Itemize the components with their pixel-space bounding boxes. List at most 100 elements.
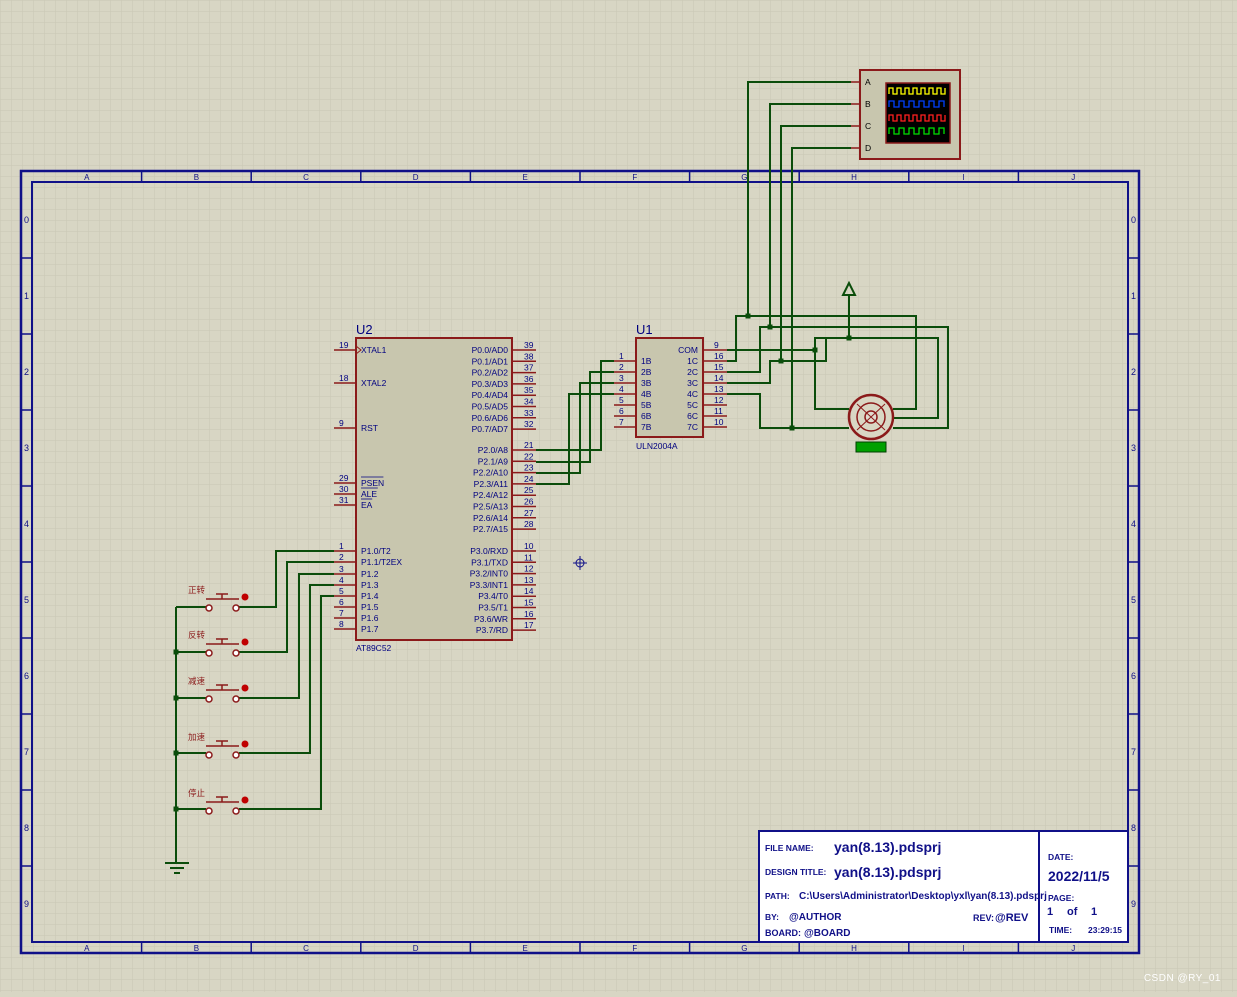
button-label: 反转 bbox=[188, 630, 206, 640]
push-button[interactable]: 停止 bbox=[188, 788, 249, 815]
col-label-top: F bbox=[632, 173, 637, 182]
driver-pin-number: 14 bbox=[714, 373, 724, 383]
mcu-pin-number: 29 bbox=[339, 473, 349, 483]
mcu-pin-name: P1.3 bbox=[361, 580, 379, 590]
wire bbox=[814, 350, 849, 410]
mcu-pin-number: 39 bbox=[524, 340, 534, 350]
col-label-top: D bbox=[413, 173, 419, 182]
stepper-motor[interactable] bbox=[847, 393, 895, 453]
row-label-left: 1 bbox=[24, 291, 29, 301]
mcu-pin-number: 2 bbox=[339, 552, 344, 562]
junction-dot bbox=[767, 324, 773, 330]
mcu-pin-name: ALE bbox=[361, 489, 377, 499]
col-label-bottom: A bbox=[84, 944, 90, 953]
driver-pin-name: 6B bbox=[641, 411, 652, 421]
junction-dot bbox=[778, 358, 784, 364]
button-probe-dot bbox=[241, 740, 249, 748]
push-button[interactable]: 减速 bbox=[188, 676, 249, 703]
driver-pin-name: 4C bbox=[687, 389, 698, 399]
mcu-pin-name: P1.0/T2 bbox=[361, 546, 391, 556]
driver-pin-number: 6 bbox=[619, 406, 624, 416]
driver-pin-name: 3B bbox=[641, 378, 652, 388]
col-label-bottom: J bbox=[1071, 944, 1075, 953]
mcu-pin-number: 15 bbox=[524, 598, 534, 608]
driver-pin-name: 2C bbox=[687, 367, 698, 377]
junction-dot bbox=[173, 649, 179, 655]
time-value: 23:29:15 bbox=[1088, 925, 1122, 935]
mcu-pin-name: P3.6/WR bbox=[474, 614, 508, 624]
path-value: C:\Users\Administrator\Desktop\yxl\yan(8… bbox=[799, 891, 1047, 902]
mcu-pin-number: 3 bbox=[339, 564, 344, 574]
design-title-value: yan(8.13).pdsprj bbox=[834, 864, 941, 880]
col-label-top: A bbox=[84, 173, 90, 182]
mcu-pin-number: 10 bbox=[524, 541, 534, 551]
driver-pin-number: 5 bbox=[619, 395, 624, 405]
row-label-right: 9 bbox=[1131, 899, 1136, 909]
mcu-pin-name: P1.2 bbox=[361, 569, 379, 579]
mcu-pin-name: P0.5/AD5 bbox=[472, 402, 509, 412]
wire bbox=[727, 315, 917, 410]
col-label-bottom: F bbox=[632, 944, 637, 953]
driver-pin-name: 6C bbox=[687, 411, 698, 421]
mcu-pin-name: P0.2/AD2 bbox=[472, 368, 509, 378]
mcu-pin-number: 36 bbox=[524, 374, 534, 384]
col-label-top: B bbox=[194, 173, 199, 182]
motor-status-indicator bbox=[855, 441, 887, 453]
mcu-pin-name: P0.0/AD0 bbox=[472, 345, 509, 355]
mcu-pin-name: P0.6/AD6 bbox=[472, 413, 509, 423]
button-label: 减速 bbox=[188, 676, 206, 686]
push-button[interactable]: 加速 bbox=[188, 732, 249, 759]
mcu-pin-number: 11 bbox=[524, 552, 533, 562]
mcu-pin-number: 31 bbox=[339, 495, 349, 505]
row-label-left: 5 bbox=[24, 595, 29, 605]
button-contact bbox=[205, 604, 213, 612]
button-contact bbox=[205, 649, 213, 657]
mcu-pin-number: 4 bbox=[339, 575, 344, 585]
button-contact bbox=[232, 649, 240, 657]
file-name-label: FILE NAME: bbox=[765, 843, 814, 853]
wire bbox=[780, 125, 851, 361]
mcu-pin-number: 7 bbox=[339, 608, 344, 618]
mcu-pin-name: P0.1/AD1 bbox=[472, 356, 509, 366]
button-probe-dot bbox=[241, 593, 249, 601]
scope-channel-label: C bbox=[865, 121, 871, 131]
mcu-pin-name: P1.7 bbox=[361, 624, 379, 634]
mcu-pin-number: 1 bbox=[339, 541, 344, 551]
wire bbox=[727, 337, 939, 419]
scope-channel-label: B bbox=[865, 99, 871, 109]
wire bbox=[747, 81, 851, 316]
page-label: PAGE: bbox=[1048, 893, 1074, 903]
button-label: 停止 bbox=[188, 788, 206, 798]
driver-pin-name: 7B bbox=[641, 422, 652, 432]
col-label-top: J bbox=[1071, 173, 1075, 182]
col-label-top: G bbox=[741, 173, 747, 182]
page-total: 1 bbox=[1091, 906, 1097, 918]
by-value: @AUTHOR bbox=[789, 912, 842, 923]
button-contact bbox=[232, 604, 240, 612]
mcu-pin-number: 5 bbox=[339, 586, 344, 596]
junction-dot bbox=[745, 313, 751, 319]
push-button[interactable]: 反转 bbox=[188, 630, 249, 657]
mcu-pin-number: 9 bbox=[339, 418, 344, 428]
mcu-pin-name: XTAL2 bbox=[361, 378, 387, 388]
watermark: CSDN @RY_01 bbox=[1143, 973, 1221, 984]
design-title-label: DESIGN TITLE: bbox=[765, 867, 827, 877]
driver-part: ULN2004A bbox=[636, 441, 678, 451]
col-label-bottom: B bbox=[194, 944, 199, 953]
row-label-left: 7 bbox=[24, 747, 29, 757]
mcu-pin-number: 34 bbox=[524, 397, 534, 407]
mcu-pin-number: 12 bbox=[524, 564, 534, 574]
driver-ref: U1 bbox=[636, 322, 653, 337]
push-button[interactable]: 正转 bbox=[188, 585, 249, 612]
wire bbox=[536, 382, 614, 474]
mcu-part: AT89C52 bbox=[356, 643, 392, 653]
driver-pin-number: 12 bbox=[714, 395, 724, 405]
row-label-right: 5 bbox=[1131, 595, 1136, 605]
button-contact bbox=[205, 695, 213, 703]
